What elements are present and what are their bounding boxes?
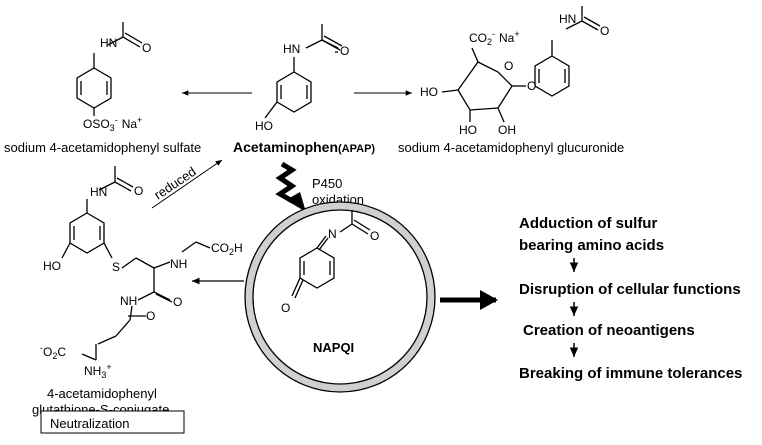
glucuronide-ether-o: O: [527, 79, 536, 93]
sulfate-atom-hn: HN: [100, 36, 117, 50]
napqi-atom-o-bottom: O: [281, 301, 290, 315]
glucuronide-atom-o: O: [600, 24, 609, 38]
conjugate-ammonium-plus: +: [106, 362, 111, 372]
sulfate-group: OSO3-Na+: [83, 115, 142, 133]
glucuronide-minus: -: [492, 29, 495, 39]
glucuronide-ho-2: HO: [459, 123, 477, 137]
neutralization-label: Neutralization: [50, 416, 130, 431]
conjugate-atom-ho: HO: [43, 259, 61, 273]
sulfate-sub3: 3: [110, 123, 115, 133]
napqi-label: NAPQI: [313, 340, 354, 355]
glucuronide-oh: OH: [498, 123, 516, 137]
glucuronide-structure: [441, 6, 601, 123]
conjugate-co2h-sub2: 2: [229, 247, 234, 257]
acetaminophen-label: Acetaminophen(APAP): [233, 139, 375, 155]
sulfate-label: sodium 4-acetamidophenyl sulfate: [4, 140, 201, 155]
conjugate-carboxylate: -O2C: [40, 343, 66, 361]
atom-o: O: [340, 44, 349, 58]
conjugate-ammonium-sub3: 3: [101, 370, 106, 380]
outcome-3: Creation of neoantigens: [523, 322, 695, 339]
glucuronide-carboxylate: CO2-Na+: [469, 29, 520, 47]
glucuronide-plus: +: [514, 29, 519, 39]
conjugate-carboxylate-c: C: [57, 345, 66, 359]
conjugate-label-line1: 4-acetamidophenyl: [47, 386, 157, 401]
neutralization-box: [40, 410, 185, 434]
acetaminophen-carbonyl: [321, 35, 343, 51]
conjugate-structure: [61, 166, 211, 361]
conjugate-co2h: CO2H: [211, 241, 243, 257]
sulfate-oso: OSO: [83, 117, 110, 131]
napqi-atom-n: N: [328, 227, 337, 241]
outcome-4: Breaking of immune tolerances: [519, 365, 742, 382]
sulfate-plus: +: [137, 115, 142, 125]
conjugate-nh-right-text: NH: [170, 257, 187, 271]
atom-ho: HO: [255, 119, 273, 133]
conjugate-nh-mid-text: NH: [120, 294, 137, 308]
sulfate-na: Na: [122, 117, 138, 131]
sulfate-structure: [76, 22, 143, 116]
conjugate-carboxylate-minus: -: [40, 343, 43, 353]
p450-label: P450: [312, 176, 342, 191]
conjugate-co2h-co: CO: [211, 241, 229, 255]
glucuronide-oh-o: O: [498, 123, 507, 137]
conjugate-atom-nh-mid: NH: [120, 294, 137, 308]
napqi-structure: [291, 210, 371, 299]
glucuronide-atom-hn: HN: [559, 12, 576, 26]
sulfate-minus: -: [115, 115, 118, 125]
conjugate-atom-o-amide: O: [173, 295, 182, 309]
glucuronide-oh-h: H: [507, 123, 516, 137]
outcome-1-line2: bearing amino acids: [519, 237, 664, 254]
conjugate-atom-hn: HN: [90, 185, 107, 199]
glucuronide-co: CO: [469, 31, 487, 45]
acetaminophen-name: Acetaminophen: [233, 139, 338, 155]
conjugate-ammonium: NH3+: [84, 362, 112, 380]
sulfate-atom-o: O: [142, 41, 151, 55]
glucuronide-ho-1: HO: [420, 85, 438, 99]
conjugate-atom-o-acetyl: O: [134, 184, 143, 198]
reduced-label: reduced: [151, 164, 198, 203]
outcome-2: Disruption of cellular functions: [519, 281, 741, 298]
conjugate-atom-o-glu: O: [146, 309, 155, 323]
glucuronide-label: sodium 4-acetamidophenyl glucuronide: [398, 140, 624, 155]
glucuronide-na: Na: [499, 31, 515, 45]
acetaminophen-abbr: (APAP): [338, 143, 375, 155]
glucuronide-ring-o: O: [504, 59, 513, 73]
conjugate-co2h-h: H: [234, 241, 243, 255]
napqi-circle-inner: [252, 209, 428, 385]
arrow-reduced: [151, 159, 223, 209]
p450-wavy-arrow: [275, 161, 297, 205]
outcome-1-line1: Adduction of sulfur: [519, 215, 657, 232]
conjugate-carboxylate-sub2: 2: [52, 351, 57, 361]
conjugate-carboxylate-o: O: [43, 345, 52, 359]
p450-arrowhead: [286, 192, 306, 212]
atom-hn: HN: [283, 42, 300, 56]
glucuronide-sub2: 2: [487, 37, 492, 47]
conjugate-ammonium-nh: NH: [84, 364, 101, 378]
conjugate-atom-s: S: [112, 260, 120, 274]
conjugate-atom-nh-right: NH: [170, 257, 187, 271]
napqi-atom-o-top: O: [370, 229, 379, 243]
